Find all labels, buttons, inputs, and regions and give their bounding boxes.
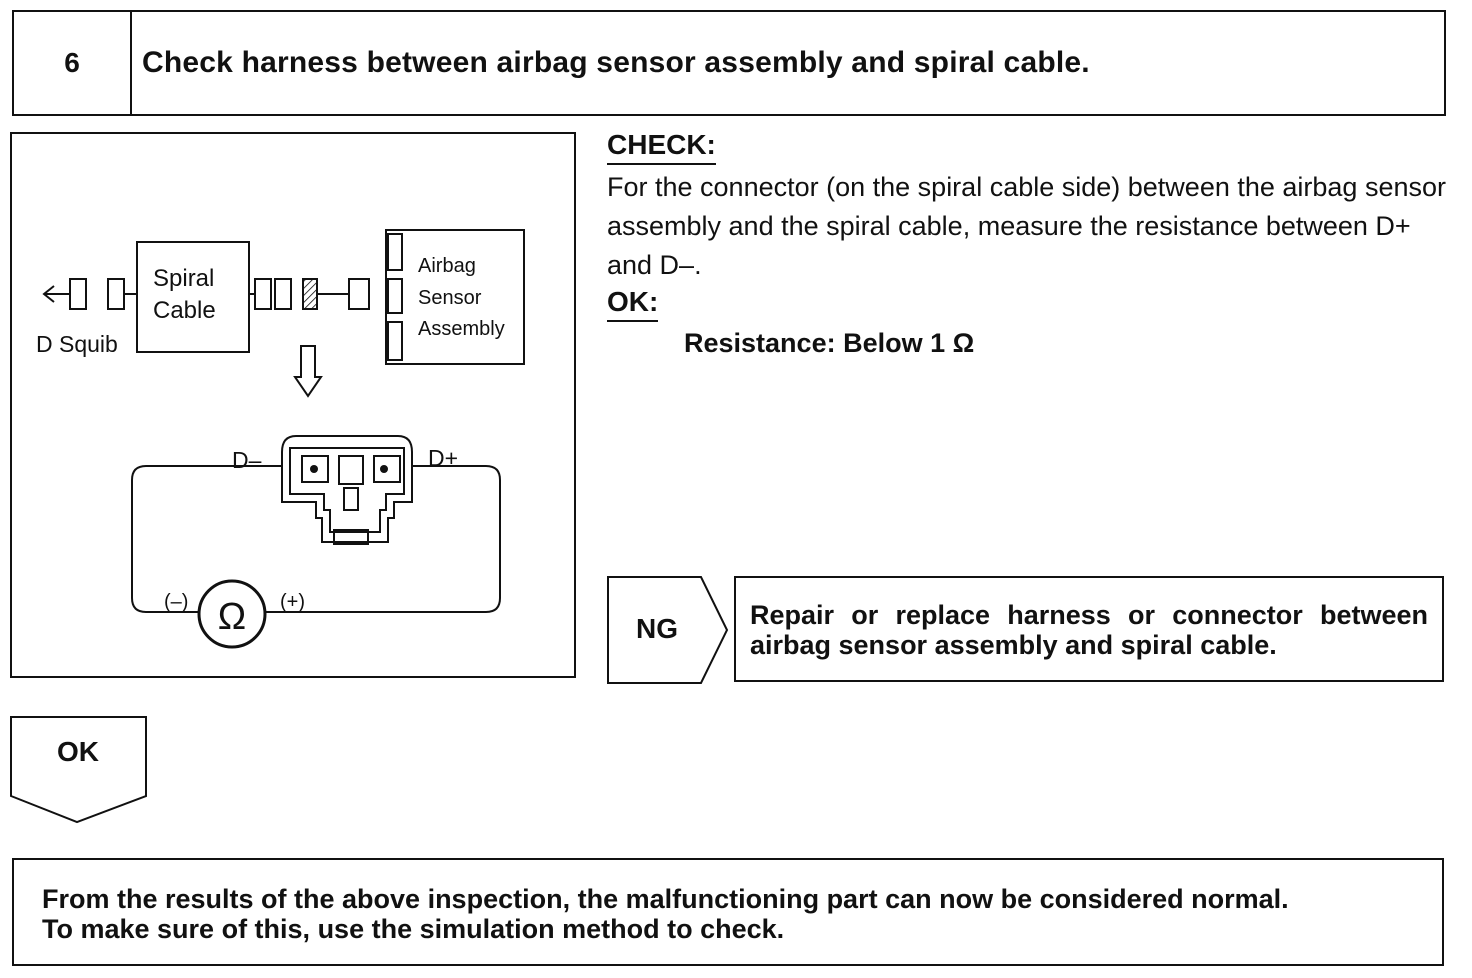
meter-circuit xyxy=(131,465,501,613)
step-title: Check harness between airbag sensor asse… xyxy=(142,46,1090,79)
ng-action-text: Repair or replace harness or connector b… xyxy=(750,600,1428,660)
harness-connector xyxy=(249,278,370,310)
ng-arrow-shape xyxy=(607,576,729,684)
wiring-diagram: Ω D Squib Spiral Cable Airbag Sensor Ass… xyxy=(10,132,576,678)
resistance-spec: Resistance: Below 1 Ω xyxy=(684,328,975,358)
result-box: From the results of the above inspection… xyxy=(12,858,1444,966)
airbag-sensor-box xyxy=(385,229,525,365)
ng-action-box: Repair or replace harness or connector b… xyxy=(734,576,1444,682)
result-line-2: To make sure of this, use the simulation… xyxy=(42,914,785,944)
ok-label: OK xyxy=(57,736,99,767)
check-section: CHECK: For the connector (on the spiral … xyxy=(607,128,1453,359)
step-header: 6 Check harness between airbag sensor as… xyxy=(12,10,1446,116)
check-heading: CHECK: xyxy=(607,128,716,165)
ohmmeter-icon xyxy=(197,579,267,649)
diagram-drawing: Ω D Squib Spiral Cable Airbag Sensor Ass… xyxy=(36,229,525,649)
meter-minus-label: (–) xyxy=(164,591,188,613)
sensor-label-1: Airbag xyxy=(418,255,476,277)
meter-plus-label: (+) xyxy=(280,591,305,613)
ok-heading: OK: xyxy=(607,285,659,322)
sensor-label-2: Sensor xyxy=(418,287,482,309)
ohmmeter-symbol: Ω xyxy=(218,596,246,638)
terminal-d-plus-dot xyxy=(380,465,388,473)
result-line-1: From the results of the above inspection… xyxy=(42,884,1289,914)
terminal-d-plus-label: D+ xyxy=(428,445,458,471)
terminal-d-minus-dot xyxy=(310,465,318,473)
step-number: 6 xyxy=(14,12,132,114)
down-arrow-icon xyxy=(293,345,323,398)
ng-label: NG xyxy=(636,613,678,644)
spiral-cable-box xyxy=(136,241,250,353)
check-instructions: For the connector (on the spiral cable s… xyxy=(607,172,1446,280)
ok-arrow-shape xyxy=(10,716,147,824)
squib-connector xyxy=(42,278,137,310)
squib-label: D Squib xyxy=(36,331,118,357)
sensor-label-3: Assembly xyxy=(418,318,505,340)
spiral-cable-label-1: Spiral xyxy=(153,265,214,292)
terminal-d-minus-label: D– xyxy=(232,447,262,473)
spiral-cable-label-2: Cable xyxy=(153,297,216,324)
connector-front-view xyxy=(281,435,413,545)
